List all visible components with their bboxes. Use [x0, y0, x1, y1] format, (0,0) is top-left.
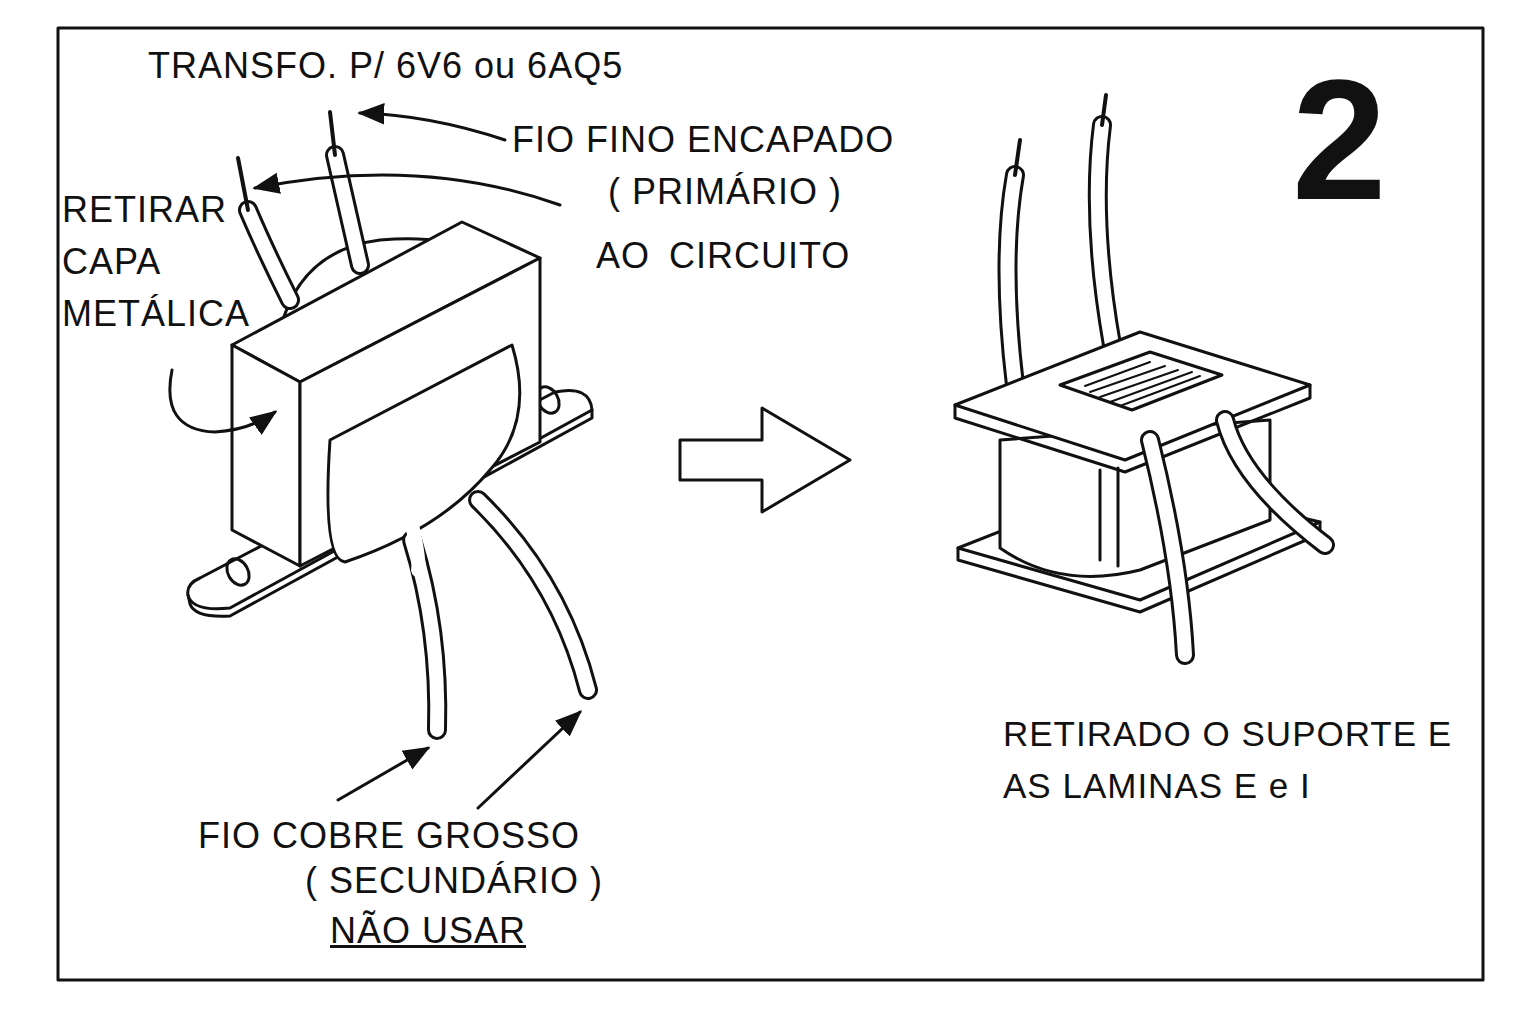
- bobbin-right: [955, 95, 1325, 655]
- cover-label: RETIRAR CAPA METÁLICA: [62, 184, 252, 340]
- wire-label: FIO FINO ENCAPADO: [512, 114, 972, 166]
- warning-label: NÃO USAR: [330, 905, 526, 957]
- leader-line: [478, 712, 580, 808]
- wire-label: AO CIRCUITO: [596, 230, 926, 282]
- wire-label: ( PRIMÁRIO ): [608, 166, 928, 218]
- wire-label: FIO COBRE GROSSO: [198, 810, 698, 862]
- leader-line: [360, 113, 505, 140]
- figure-number: 2: [1292, 55, 1432, 225]
- title-label: TRANSFO. P/ 6V6 ou 6AQ5: [148, 40, 708, 92]
- wire-label: ( SECUNDÁRIO ): [305, 855, 635, 907]
- transformer-left: [188, 112, 592, 730]
- leader-line: [338, 748, 428, 800]
- leader-line: [170, 370, 275, 432]
- frame: [58, 28, 1483, 980]
- process-arrow: [680, 408, 850, 512]
- leader-line: [255, 175, 560, 205]
- result-label: RETIRADO O SUPORTE E AS LAMINAS E e I: [1003, 708, 1473, 812]
